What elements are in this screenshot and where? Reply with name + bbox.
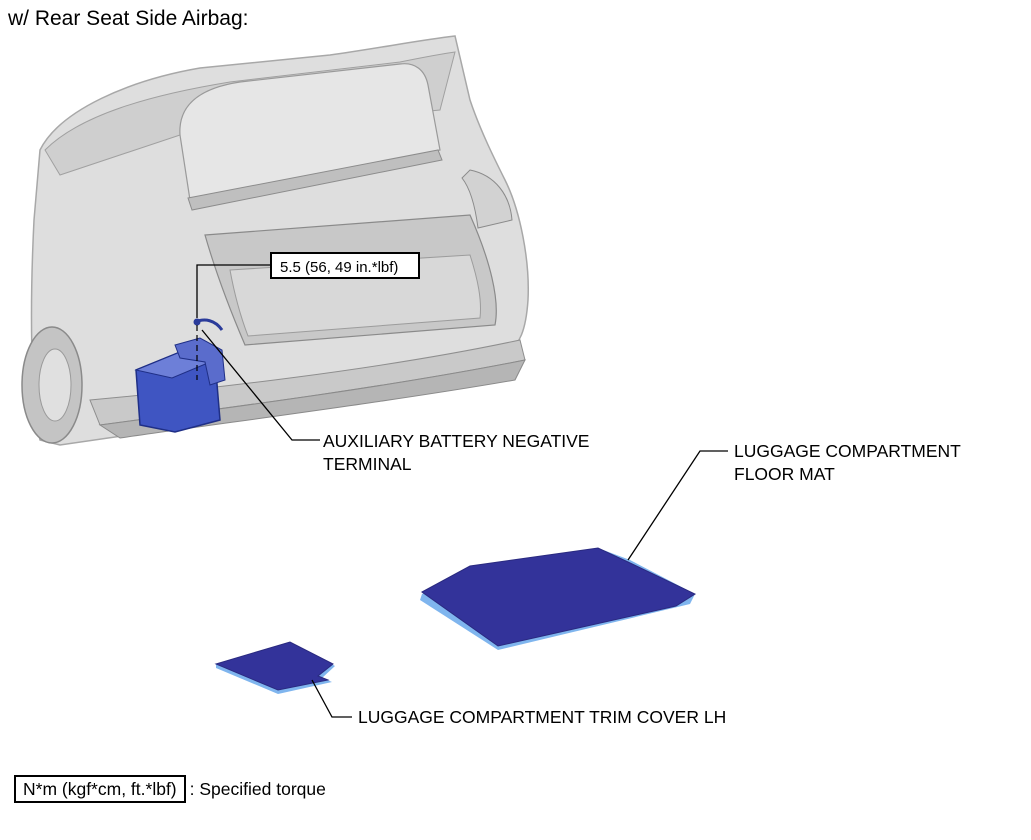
leader-lines — [196, 264, 728, 718]
torque-callout: 5.5 (56, 49 in.*lbf) — [270, 252, 420, 279]
battery-bracket — [174, 337, 226, 386]
floor-mat-shape — [421, 547, 697, 647]
luggage-floor-mat — [420, 547, 697, 650]
leader-trim-cover — [311, 679, 352, 718]
battery-terminal-label-line1: AUXILIARY BATTERY NEGATIVE — [323, 431, 590, 451]
floor-mat-label-line1: LUGGAGE COMPARTMENT — [734, 441, 961, 461]
leader-battery-terminal — [201, 329, 320, 441]
battery-terminal — [193, 318, 201, 326]
leader-torque — [196, 264, 270, 318]
page-title: w/ Rear Seat Side Airbag: — [8, 7, 249, 30]
torque-legend: N*m (kgf*cm, ft.*lbf) : Specified torque — [14, 775, 326, 803]
legend-description: : Specified torque — [189, 778, 326, 799]
car-rear-illustration — [21, 35, 530, 446]
trunk-lid — [179, 63, 441, 201]
floor-mat-label-line2: FLOOR MAT — [734, 464, 835, 484]
luggage-trim-cover-lh — [214, 641, 335, 694]
leader-floor-mat — [627, 450, 728, 561]
tail-light-right — [461, 169, 513, 229]
trim-cover-shape — [214, 641, 334, 691]
trunk-lid-edge — [187, 149, 443, 211]
trim-cover-label: LUGGAGE COMPARTMENT TRIM COVER LH — [358, 707, 727, 727]
wheel-rim — [38, 348, 72, 422]
legend-unit-box: N*m (kgf*cm, ft.*lbf) — [14, 775, 186, 803]
battery-terminal-label-line2: TERMINAL — [323, 454, 412, 474]
